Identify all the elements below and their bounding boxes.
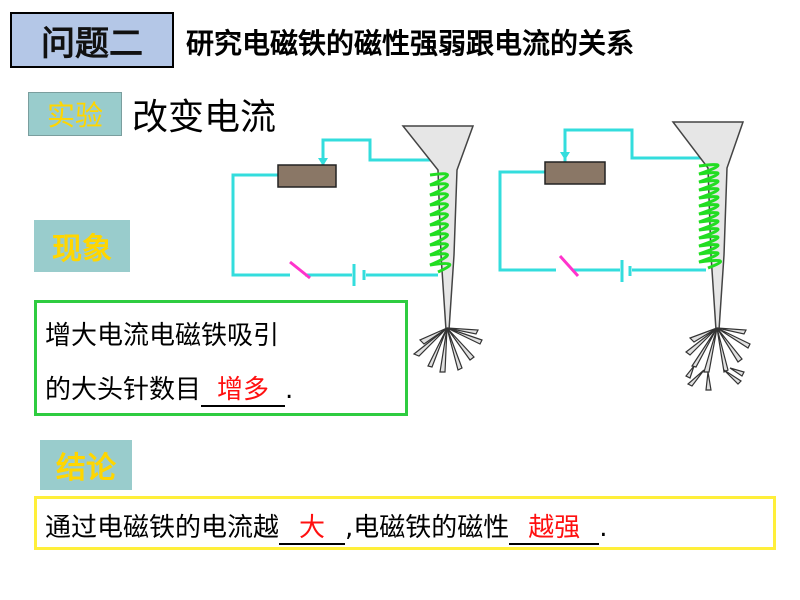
conclusion-middle: ,电磁铁的磁性: [345, 513, 510, 543]
iron-core-left: [401, 125, 475, 331]
slider-arrow-icon: [318, 158, 328, 166]
page-title: 研究电磁铁的磁性强弱跟电流的关系: [186, 27, 635, 60]
observation-line-1: 增大电流电磁铁吸引: [45, 321, 280, 351]
phenomenon-tag: 现象: [34, 220, 130, 272]
wire-right: [498, 170, 556, 272]
conclusion-suffix: .: [599, 513, 608, 543]
answer-blank-big: 大: [279, 513, 346, 545]
question-tag: 问题二: [10, 12, 174, 68]
rheostat-right: [544, 161, 606, 185]
answer-blank-stronger: 越强: [509, 513, 600, 545]
wire-left: [231, 173, 290, 277]
switch-right: [558, 254, 580, 278]
wire-left-top: [321, 138, 440, 165]
slider-arrow-icon: [560, 152, 570, 160]
circuit-right: [498, 121, 751, 391]
rheostat-left: [277, 164, 337, 188]
conclusion-prefix: 通过电磁铁的电流越: [45, 513, 280, 543]
conclusion-line: 通过电磁铁的电流越大,电磁铁的磁性越强.: [45, 507, 608, 545]
observation-box: 增大电流电磁铁吸引 的大头针数目增多.: [34, 300, 408, 416]
observation-suffix: .: [285, 375, 294, 405]
circuit-left: [231, 125, 483, 373]
pins-right: [685, 327, 751, 391]
answer-blank-increase: 增多: [201, 375, 286, 407]
switch-left: [289, 260, 311, 280]
experiment-text: 改变电流: [132, 97, 277, 138]
observation-line-2: 的大头针数目增多.: [45, 369, 293, 407]
pins-left: [412, 327, 483, 373]
observation-prefix: 的大头针数目: [45, 375, 202, 405]
conclusion-box: 通过电磁铁的电流越大,电磁铁的磁性越强.: [34, 496, 776, 550]
conclusion-tag: 结论: [40, 440, 132, 490]
coil-left: [429, 172, 452, 274]
coil-right: [698, 163, 722, 270]
wire-right-top: [563, 128, 708, 162]
experiment-tag: 实验: [28, 92, 122, 136]
